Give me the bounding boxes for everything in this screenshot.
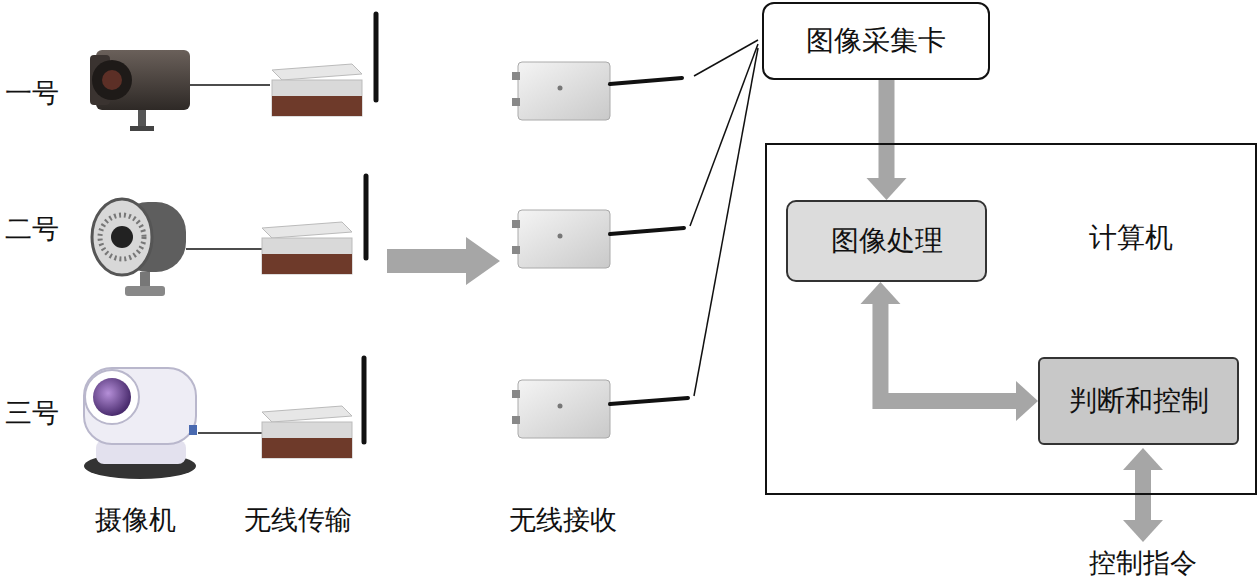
illustration-part — [198, 432, 262, 434]
wireless-receiver — [512, 62, 688, 438]
illustration-part — [512, 220, 520, 228]
illustration-part — [102, 70, 122, 90]
illustration-part — [272, 96, 362, 116]
receiver-cable — [690, 40, 758, 396]
wireless-transmitter — [262, 14, 376, 458]
illustration-part — [262, 222, 352, 238]
illustration-part — [610, 228, 684, 234]
row-label: 一号 — [5, 77, 59, 109]
illustration-part — [93, 378, 131, 416]
transfer-arrow — [387, 237, 500, 285]
process-box: 图像处理 — [786, 200, 987, 282]
illustration-part — [85, 370, 139, 424]
illustration-part — [610, 78, 682, 84]
illustration-part — [374, 14, 379, 100]
illustration-part — [694, 48, 758, 396]
illustration-part — [262, 406, 352, 422]
illustration-part — [96, 50, 190, 110]
illustration-part — [190, 84, 270, 86]
illustration-part — [272, 64, 362, 80]
illustration-part — [558, 234, 563, 239]
box-camera — [90, 50, 190, 131]
illustration-part — [111, 226, 133, 248]
illustration-part — [100, 215, 144, 259]
flow-arrow — [879, 80, 895, 179]
camera-wire — [186, 85, 270, 433]
column-label: 无线传输 — [244, 504, 352, 536]
illustration-part — [262, 438, 352, 458]
command-arrow — [1123, 448, 1163, 542]
box-label: 判断和控制 — [1069, 384, 1209, 418]
row-label: 二号 — [5, 213, 59, 245]
illustration-part — [272, 80, 362, 116]
computer-box: 计算机 图像处理判断和控制 — [765, 143, 1257, 495]
illustration-part — [130, 126, 154, 131]
arrow-head — [860, 282, 900, 304]
illustration-part — [512, 98, 520, 106]
illustration-part — [518, 210, 610, 268]
illustration-part — [690, 44, 758, 226]
illustration-part — [518, 380, 610, 438]
illustration-part — [364, 176, 369, 258]
illustration-part — [1123, 520, 1163, 542]
connector-group — [860, 282, 1038, 421]
row-label: 三号 — [5, 397, 59, 429]
column-label: 无线接收 — [509, 504, 617, 536]
illustration-part — [558, 86, 563, 91]
box-label: 图像采集卡 — [806, 24, 946, 58]
box-label: 计算机 — [1089, 221, 1173, 255]
control-box: 判断和控制 — [1038, 357, 1239, 445]
flow-arrow — [880, 303, 1017, 401]
arrow-head — [867, 178, 907, 200]
box-label: 图像处理 — [831, 224, 943, 258]
illustration-part — [262, 254, 352, 274]
illustration-part — [125, 286, 165, 296]
illustration-part — [138, 110, 146, 128]
illustration-part — [262, 238, 352, 274]
arrow-head — [1016, 381, 1038, 421]
illustration-part — [362, 358, 367, 442]
illustration-part — [512, 416, 520, 424]
bullet-camera — [92, 199, 186, 296]
ptz-camera — [84, 368, 197, 479]
illustration-part — [512, 390, 520, 398]
illustration-part — [186, 248, 262, 250]
illustration-part — [92, 60, 132, 100]
illustration-part — [512, 246, 520, 254]
output-label: 控制指令 — [1089, 547, 1197, 579]
illustration-part — [518, 62, 610, 120]
capture-card-box: 图像采集卡 — [762, 2, 990, 80]
illustration-part — [1123, 448, 1163, 470]
illustration-part — [189, 425, 197, 435]
column-label: 摄像机 — [95, 504, 176, 536]
illustration-part — [558, 404, 563, 409]
illustration-part — [1135, 469, 1151, 521]
connector-group — [867, 80, 907, 200]
illustration-part — [610, 398, 688, 404]
illustration-part — [140, 272, 150, 288]
illustration-part — [84, 368, 196, 444]
illustration-part — [262, 422, 352, 458]
illustration-part — [512, 72, 520, 80]
illustration-part — [92, 199, 152, 275]
